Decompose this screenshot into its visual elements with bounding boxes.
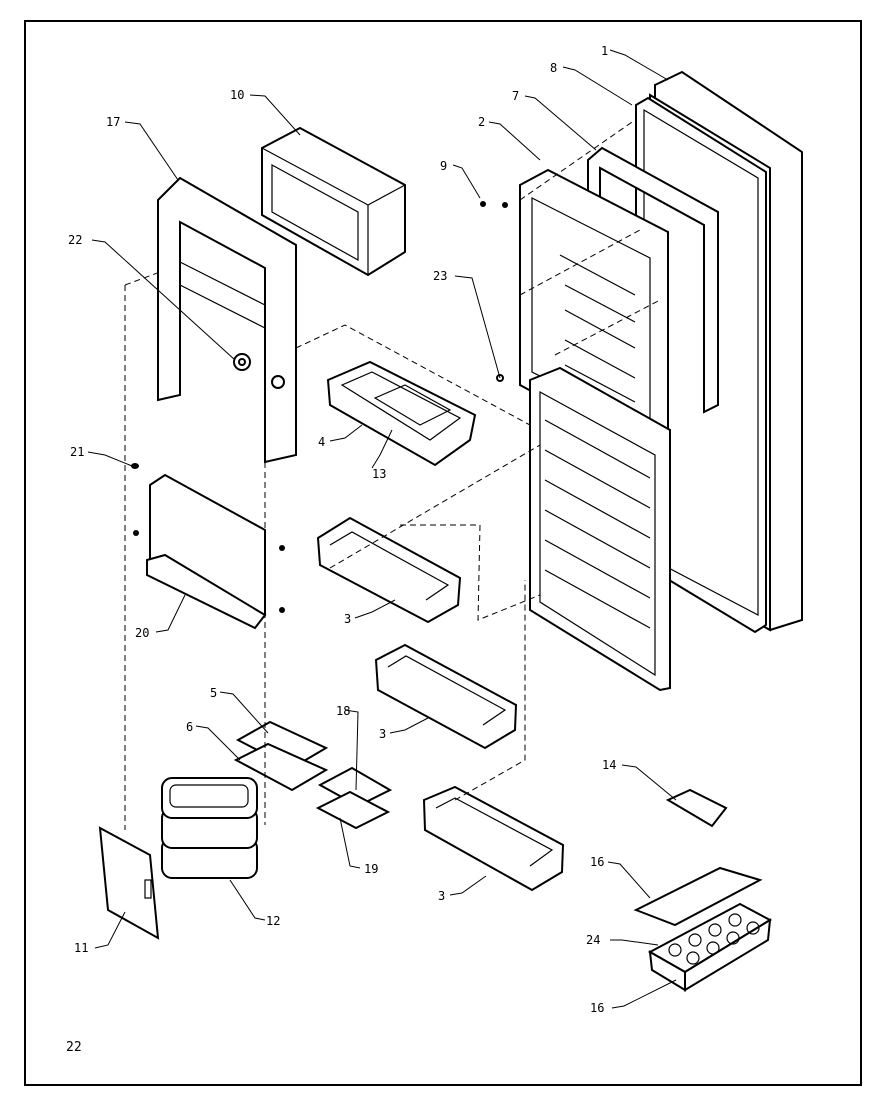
callout-23: 23 [433, 269, 447, 283]
callout-3b: 3 [379, 727, 386, 741]
part-3-door-bin-2 [374, 643, 518, 750]
callout-16b: 16 [590, 1001, 604, 1015]
part-9-fastener [480, 201, 508, 208]
callout-21: 21 [70, 445, 84, 459]
callout-14: 14 [602, 758, 616, 772]
assembly-lines [124, 119, 661, 830]
callout-labels: 1 8 7 2 9 23 10 17 22 21 20 4 13 3 3 3 5… [68, 44, 616, 1015]
callout-16a: 16 [590, 855, 604, 869]
callout-12: 12 [266, 914, 280, 928]
part-14-tray [665, 788, 728, 828]
callout-18: 18 [336, 704, 350, 718]
callout-19: 19 [364, 862, 378, 876]
part-16-ice-cover [633, 866, 763, 927]
callout-8: 8 [550, 61, 557, 75]
callout-1: 1 [601, 44, 608, 58]
callout-9: 9 [440, 159, 447, 173]
part-3-door-bin-1 [316, 516, 462, 624]
part-20-cover-panel [133, 473, 285, 630]
callout-11: 11 [74, 941, 88, 955]
callout-22: 22 [68, 233, 82, 247]
part-19-cover [315, 790, 391, 830]
callout-7: 7 [512, 89, 519, 103]
callout-20: 20 [135, 626, 149, 640]
part-4-shelf-bin [326, 360, 477, 467]
callout-6: 6 [186, 720, 193, 734]
part-11-dispenser-door [98, 826, 160, 940]
door-liner-lower [529, 366, 671, 692]
part-6-cover [233, 742, 329, 792]
diagram-border [24, 20, 862, 1086]
part-22-actuator [233, 353, 251, 371]
callout-17: 17 [106, 115, 120, 129]
callout-2: 2 [478, 115, 485, 129]
part-3-door-bin-3 [422, 785, 565, 892]
callout-3a: 3 [344, 612, 351, 626]
part-10-dispenser-housing [261, 126, 406, 277]
leader-lines [87, 49, 677, 1009]
page-number: 22 [66, 1040, 82, 1055]
callout-4: 4 [318, 435, 325, 449]
part-24-ice-tray [647, 902, 773, 992]
callout-3c: 3 [438, 889, 445, 903]
part-17-dispenser-frame [157, 176, 297, 464]
part-21-screw [131, 463, 139, 469]
callout-24: 24 [586, 933, 600, 947]
callout-5: 5 [210, 686, 217, 700]
part-12-containers [161, 777, 258, 879]
callout-10: 10 [230, 88, 244, 102]
callout-13: 13 [372, 467, 386, 481]
